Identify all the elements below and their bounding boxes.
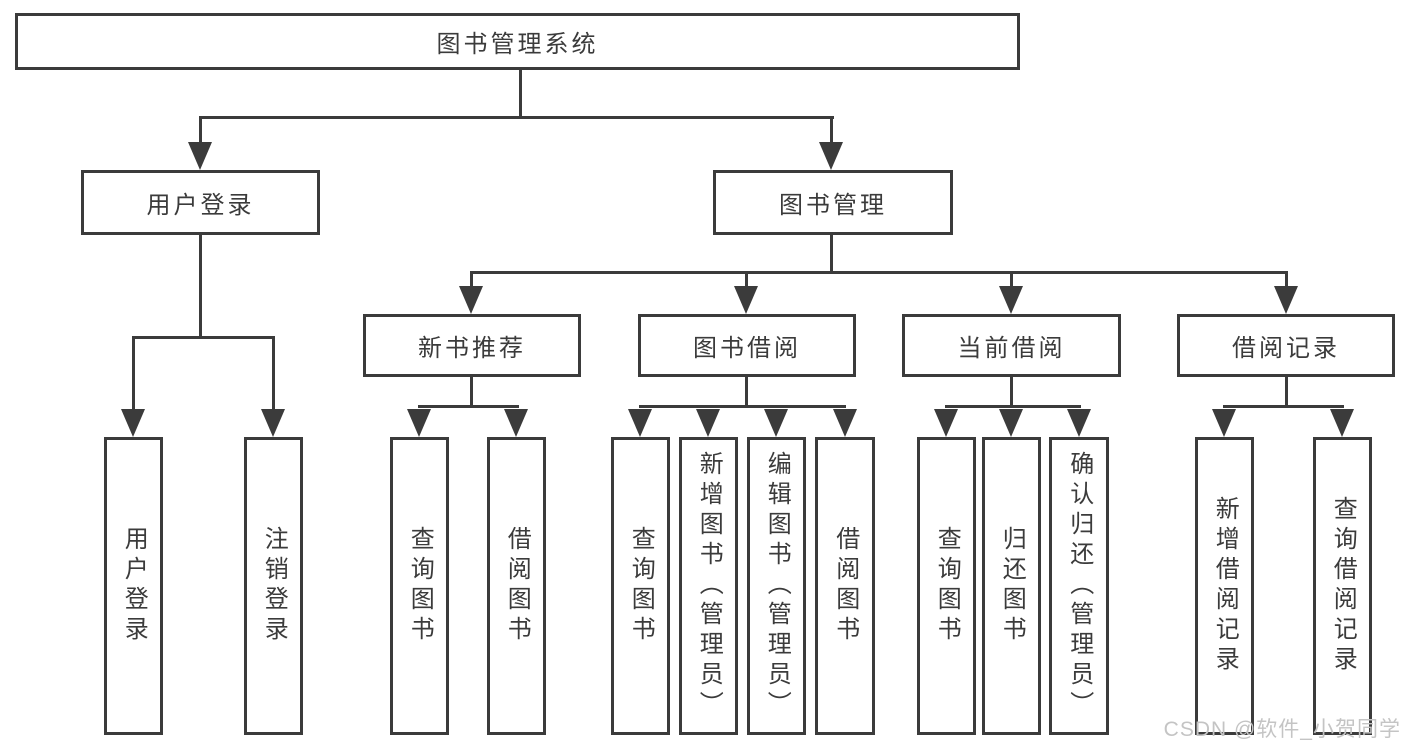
connector-line xyxy=(1223,405,1344,408)
arrow-down-icon xyxy=(459,286,483,314)
connector-line xyxy=(639,405,846,408)
node-borrow-records: 借阅记录 xyxy=(1177,314,1395,377)
leaf-query-books-recommend: 查询图书 xyxy=(390,437,449,735)
connector-line xyxy=(1285,273,1288,288)
leaf-return-book: 归还图书 xyxy=(982,437,1041,735)
leaf-add-borrow-record: 新增借阅记录 xyxy=(1195,437,1254,735)
leaf-label: 注销登录 xyxy=(260,526,288,646)
connector-line xyxy=(199,118,202,148)
connector-line xyxy=(1285,377,1288,408)
leaf-label: 新增图书（管理员） xyxy=(695,451,723,721)
node-root: 图书管理系统 xyxy=(15,13,1020,70)
arrow-down-icon xyxy=(261,409,285,437)
connector-line xyxy=(830,235,833,274)
arrow-down-icon xyxy=(504,409,528,437)
connector-line xyxy=(519,70,522,118)
arrow-down-icon xyxy=(833,409,857,437)
arrow-down-icon xyxy=(1212,409,1236,437)
connector-line xyxy=(470,273,473,288)
connector-line xyxy=(1010,377,1013,408)
arrow-down-icon xyxy=(188,142,212,170)
leaf-label: 借阅图书 xyxy=(831,526,859,646)
connector-line xyxy=(199,235,202,339)
connector-line xyxy=(418,405,519,408)
leaf-edit-book-admin: 编辑图书（管理员） xyxy=(747,437,806,735)
arrow-down-icon xyxy=(1274,286,1298,314)
connector-line xyxy=(470,377,473,408)
arrow-down-icon xyxy=(999,286,1023,314)
arrow-down-icon xyxy=(764,409,788,437)
arrow-down-icon xyxy=(999,409,1023,437)
leaf-borrow-books-recommend: 借阅图书 xyxy=(487,437,546,735)
node-book-borrow: 图书借阅 xyxy=(638,314,856,377)
connector-line xyxy=(272,338,275,413)
leaf-label: 查询借阅记录 xyxy=(1329,496,1357,676)
leaf-label: 查询图书 xyxy=(627,526,655,646)
connector-line xyxy=(945,405,1081,408)
leaf-label: 编辑图书（管理员） xyxy=(763,451,791,721)
connector-line xyxy=(199,116,834,119)
arrow-down-icon xyxy=(934,409,958,437)
connector-line xyxy=(1010,273,1013,288)
leaf-label: 用户登录 xyxy=(120,526,148,646)
connector-line xyxy=(830,118,833,148)
leaf-logout: 注销登录 xyxy=(244,437,303,735)
node-user-login: 用户登录 xyxy=(81,170,320,235)
leaf-label: 新增借阅记录 xyxy=(1211,496,1239,676)
arrow-down-icon xyxy=(734,286,758,314)
leaf-label: 查询图书 xyxy=(933,526,961,646)
leaf-borrow-books: 借阅图书 xyxy=(815,437,875,735)
leaf-confirm-return-admin: 确认归还（管理员） xyxy=(1049,437,1109,735)
connector-line xyxy=(132,338,135,413)
node-book-management: 图书管理 xyxy=(713,170,953,235)
arrow-down-icon xyxy=(1330,409,1354,437)
watermark: CSDN @软件_小贺同学 xyxy=(1163,718,1401,741)
leaf-query-books-borrow: 查询图书 xyxy=(611,437,670,735)
arrow-down-icon xyxy=(819,142,843,170)
leaf-query-borrow-record: 查询借阅记录 xyxy=(1313,437,1372,735)
arrow-down-icon xyxy=(696,409,720,437)
leaf-user-login: 用户登录 xyxy=(104,437,163,735)
leaf-label: 确认归还（管理员） xyxy=(1065,451,1093,721)
arrow-down-icon xyxy=(1067,409,1091,437)
leaf-query-books-current: 查询图书 xyxy=(917,437,976,735)
node-new-book-recommend: 新书推荐 xyxy=(363,314,581,377)
connector-line xyxy=(132,336,275,339)
leaf-label: 归还图书 xyxy=(998,526,1026,646)
leaf-label: 查询图书 xyxy=(406,526,434,646)
arrow-down-icon xyxy=(407,409,431,437)
arrow-down-icon xyxy=(628,409,652,437)
leaf-add-book-admin: 新增图书（管理员） xyxy=(679,437,738,735)
connector-line xyxy=(745,273,748,288)
connector-line xyxy=(470,271,1288,274)
arrow-down-icon xyxy=(121,409,145,437)
leaf-label: 借阅图书 xyxy=(503,526,531,646)
connector-line xyxy=(745,377,748,408)
node-current-borrow: 当前借阅 xyxy=(902,314,1121,377)
